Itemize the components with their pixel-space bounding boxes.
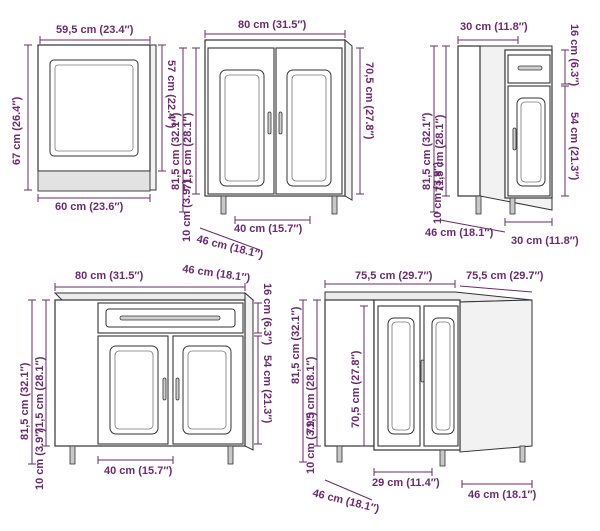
sink-base-depth-label: 46 cm (18.1″) <box>195 233 264 261</box>
corner-base-height-body-label: 71,5 cm (28.1″) <box>305 356 317 434</box>
corner-base-door-left <box>377 305 421 447</box>
sink-base-height-total-label: 81,5 cm (32.1″) <box>170 112 182 190</box>
sink-base-door-height-label: 70,5 cm (27.8″) <box>363 62 375 140</box>
drawer-base-depth-top-label: 46 cm (18.1″) <box>182 263 252 284</box>
narrow-base-depth-label: 46 cm (18.1″) <box>425 227 494 239</box>
corner-base-door-height-label: 70,5 cm (27.8″) <box>350 350 362 428</box>
narrow-base-drawer-handle <box>517 65 543 71</box>
narrow-base-door-label: 54 cm (21.3″) <box>568 112 580 181</box>
cabinet-drawer-base <box>53 291 255 465</box>
sink-base-door-left-panel <box>219 69 265 187</box>
oven-front-panel-inner <box>54 64 134 152</box>
drawer-base-inner-width-label: 40 cm (15.7″) <box>104 465 173 477</box>
cabinet-oven-front <box>37 44 157 192</box>
oven-front-dimensions: 59,5 cm (23.4″) 60 cm (23.6″) 67 cm (26.… <box>11 24 177 213</box>
corner-base-door-right <box>423 305 459 447</box>
corner-base-left-body <box>324 299 375 447</box>
sink-base-side <box>344 38 353 201</box>
drawer-base-side <box>244 291 254 451</box>
drawer-base-drawer-handle <box>119 315 221 321</box>
sink-base-leg-right <box>331 195 338 215</box>
sink-base-width-label: 80 cm (31.5″) <box>238 19 307 31</box>
oven-front-width-top-label: 59,5 cm (23.4″) <box>56 24 134 36</box>
oven-front-width-bottom-label: 60 cm (23.6″) <box>55 201 124 213</box>
oven-front-body <box>37 44 151 172</box>
corner-base-depth-right-label: 46 cm (18.1″) <box>468 489 537 501</box>
sink-base-door-right-panel <box>286 69 332 187</box>
corner-base-dimensions: 75,5 cm (29.7″) 75,5 cm (29.7″) 71,5 cm … <box>290 270 544 516</box>
cabinet-narrow-base <box>457 45 553 215</box>
oven-front-side <box>149 44 157 191</box>
narrow-base-leg-label: 10 cm (3.9″) <box>432 162 444 224</box>
corner-base-width-right-label: 75,5 cm (29.7″) <box>466 270 544 282</box>
narrow-base-door-panel <box>516 97 546 187</box>
narrow-base-width-bottom-label: 30 cm (11.8″) <box>511 235 579 247</box>
drawer-base-top <box>53 292 255 301</box>
drawer-base-leg-label: 10 cm (3.9″) <box>34 428 46 490</box>
oven-front-height-total-label: 67 cm (26.4″) <box>11 96 23 165</box>
drawer-base-height-body-label: 71,5 cm (28.1″) <box>34 356 46 434</box>
sink-base-leg-left <box>220 195 227 215</box>
corner-base-inner-width-label: 29 cm (11.4″) <box>372 477 440 489</box>
narrow-base-width-label: 30 cm (11.8″) <box>460 21 528 33</box>
sink-base-leg-label: 10 cm (3.9″) <box>181 180 193 242</box>
oven-front-plinth <box>37 170 151 192</box>
cabinet-sink-base <box>204 38 353 215</box>
sink-base-height-body-label: 71,5 cm (28.1″) <box>182 112 194 190</box>
drawer-base-drawer-label: 16 cm (6.3″) <box>261 283 273 345</box>
narrow-base-drawer-label: 16 cm (6.3″) <box>568 24 580 86</box>
corner-base-depth-left-label: 46 cm (18.1″) <box>311 487 380 515</box>
drawer-base-door-label: 54 cm (21.3″) <box>261 355 273 424</box>
narrow-base-height-body-label: 71,5 cm (28.1″) <box>434 114 446 192</box>
corner-base-width-left-label: 75,5 cm (29.7″) <box>355 270 433 282</box>
sink-base-inner-width-label: 40 cm (15.7″) <box>234 223 303 235</box>
oven-front-height-front-label: 57 cm (22.4″) <box>165 60 177 129</box>
corner-base-leg-label: 10 cm (3.9″) <box>305 412 317 474</box>
cabinet-corner-base <box>324 291 533 467</box>
corner-base-right-side <box>459 299 533 453</box>
drawer-base-width-label: 80 cm (31.5″) <box>75 270 144 282</box>
corner-base-height-total-label: 81,5 cm (32.1″) <box>290 306 302 384</box>
drawer-base-height-total-label: 81,5 cm (32.1″) <box>19 362 31 440</box>
sink-base-left-handle <box>267 111 272 135</box>
oven-front-panel <box>49 59 139 157</box>
narrow-base-dimensions: 30 cm (11.8″) 71,5 cm (28.1″) 81,5 cm (3… <box>421 21 580 247</box>
narrow-base-door-handle <box>512 127 517 151</box>
sink-base-right-handle <box>278 111 283 135</box>
narrow-base-height-total-label: 81,5 cm (32.1″) <box>421 112 433 190</box>
